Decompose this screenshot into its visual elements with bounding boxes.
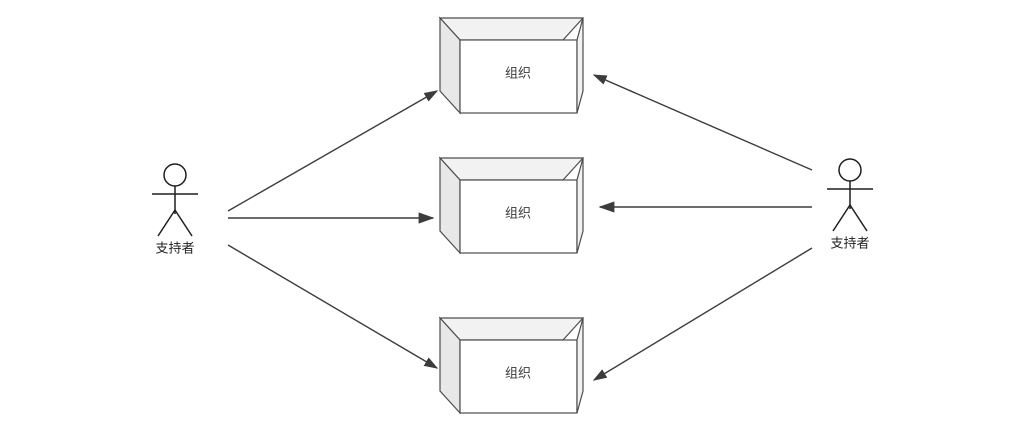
node-organization-bottom[interactable]: 组织 [438,316,585,415]
box-top-face [438,317,585,341]
edge-right-to-top[interactable] [592,74,813,171]
node-organization-middle[interactable]: 组织 [438,156,585,255]
actor-label: 支持者 [830,235,869,250]
box-front-face [459,179,578,254]
actor-leg-right [174,209,193,237]
node-supporter-right[interactable]: 支持者 [827,158,873,250]
edge-left-to-top[interactable] [227,90,439,212]
actor-label: 支持者 [155,240,194,255]
actor-head-icon [838,158,862,182]
actor-leg-right [849,204,868,232]
box-label: 组织 [505,365,531,380]
box-label: 组织 [505,205,531,220]
box-top-right-edge [576,17,584,114]
node-supporter-left[interactable]: 支持者 [152,163,198,255]
box-front-face [459,39,578,114]
actor-leg-left [832,204,851,232]
actor-head-icon [163,163,187,187]
box-top-face [438,157,585,181]
box-front-face [459,339,578,414]
box-top-right-edge [576,317,584,414]
box-top-right-edge [576,157,584,254]
edge-right-to-bottom[interactable] [592,247,813,381]
edges-layer [227,74,813,381]
box-label: 组织 [505,65,531,80]
actor-leg-left [157,209,176,237]
node-organization-top[interactable]: 组织 [438,16,585,115]
box-top-face [438,17,585,41]
edge-left-to-bottom[interactable] [227,244,439,369]
